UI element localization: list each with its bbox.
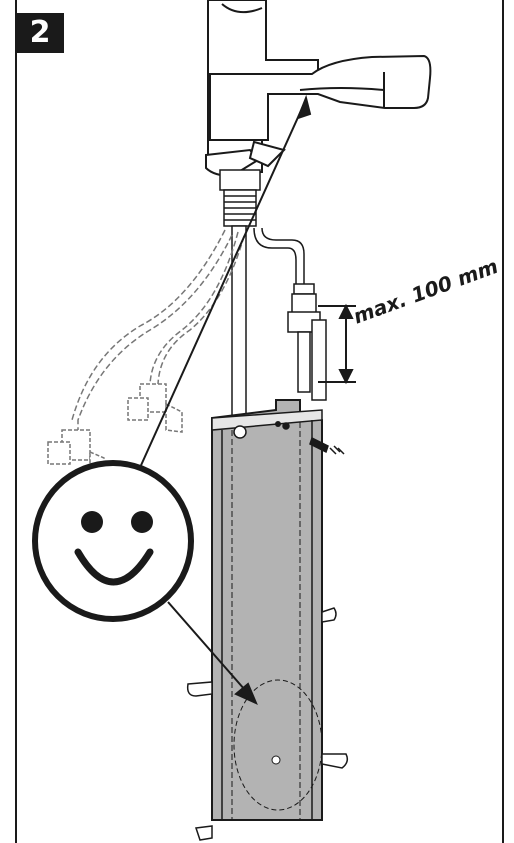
angle-valve-right — [127, 383, 183, 433]
installation-housing — [211, 399, 323, 821]
faucet-body — [205, 0, 432, 178]
screw-icon — [282, 422, 345, 455]
dimension-indicator — [318, 303, 356, 385]
feed-pipes — [231, 225, 305, 427]
pipe-connector — [287, 283, 327, 401]
flex-hoses — [71, 229, 245, 450]
smiley-face-icon — [32, 460, 194, 622]
mounting-clips — [186, 607, 349, 841]
pointer-lines — [137, 94, 312, 705]
threaded-shank — [219, 169, 261, 227]
step-number-badge: 2 — [16, 13, 64, 53]
